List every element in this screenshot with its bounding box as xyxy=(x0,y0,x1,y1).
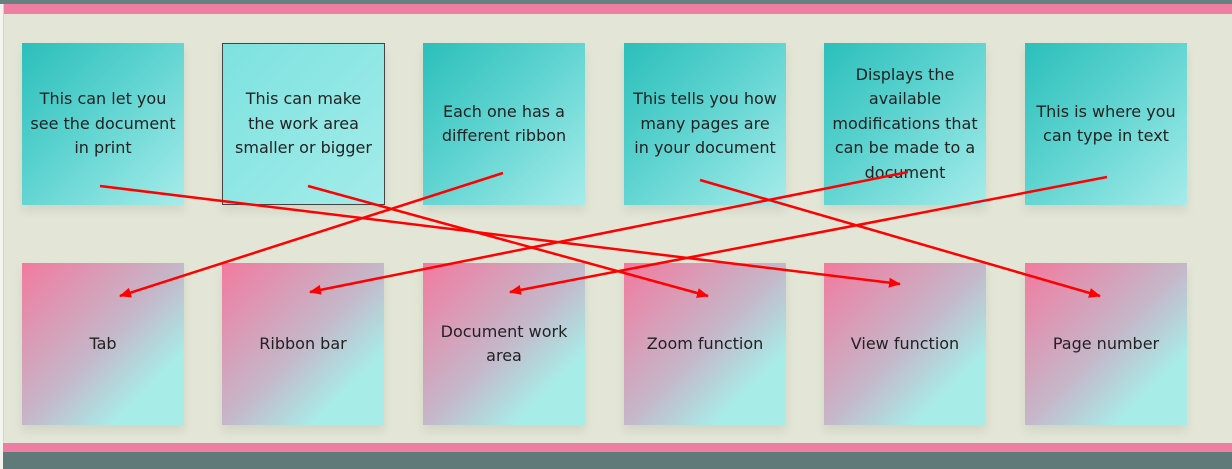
top-accent-stripe xyxy=(3,4,1232,14)
card-text: View function xyxy=(850,333,960,353)
term-card[interactable]: View function xyxy=(824,263,986,425)
term-card[interactable]: Ribbon bar xyxy=(222,263,384,425)
description-card[interactable]: This is where you can type in text xyxy=(1025,43,1187,205)
description-card[interactable]: This tells you how many pages are in you… xyxy=(624,43,786,205)
card-text: Displays the available modifications tha… xyxy=(832,64,978,182)
card-text: Page number xyxy=(1052,333,1160,353)
term-card[interactable]: Page number xyxy=(1025,263,1187,425)
description-card-selected[interactable]: This can make the work area smaller or b… xyxy=(222,43,385,205)
bottom-bar xyxy=(3,452,1232,469)
term-card[interactable]: Document work area xyxy=(423,263,585,425)
description-card[interactable]: Each one has a different ribbon xyxy=(423,43,585,205)
left-edge xyxy=(0,4,4,469)
card-text: This tells you how many pages are in you… xyxy=(633,89,777,158)
card-text: Tab xyxy=(89,333,117,353)
description-card[interactable]: This can let you see the document in pri… xyxy=(22,43,184,205)
card-text: This can let you see the document in pri… xyxy=(30,89,176,158)
top-bar xyxy=(0,0,1232,4)
card-text: Each one has a different ribbon xyxy=(441,101,567,146)
card-text: This can make the work area smaller or b… xyxy=(235,89,372,158)
bottom-accent-stripe xyxy=(3,443,1232,452)
card-text: Document work area xyxy=(440,321,568,366)
description-card[interactable]: Displays the available modifications tha… xyxy=(824,43,986,205)
connector-arrow[interactable] xyxy=(509,175,1108,295)
card-text: Zoom function xyxy=(646,333,764,353)
card-text: This is where you can type in text xyxy=(1036,101,1176,146)
connector-arrow[interactable] xyxy=(309,170,909,295)
term-card[interactable]: Zoom function xyxy=(624,263,786,425)
card-text: Ribbon bar xyxy=(259,333,347,353)
term-card[interactable]: Tab xyxy=(22,263,184,425)
